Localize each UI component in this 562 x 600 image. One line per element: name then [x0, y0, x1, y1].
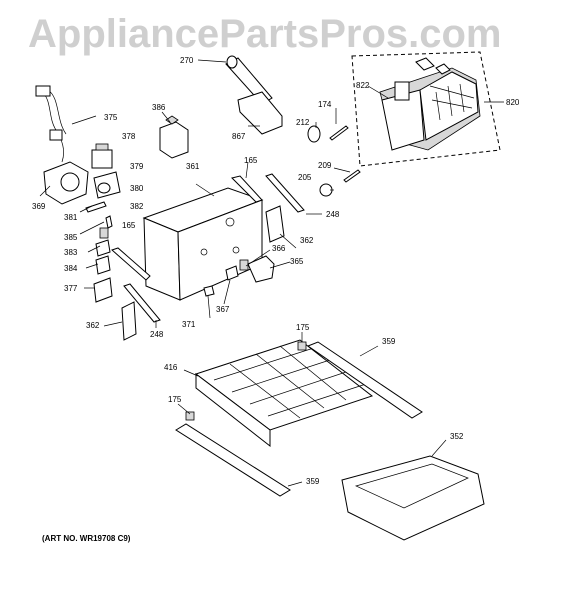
screw-175b-part	[185, 411, 195, 421]
rod-248b-part	[123, 283, 161, 323]
callout-270: 270	[180, 56, 194, 65]
callout-361: 361	[186, 162, 200, 171]
bracket-867-part	[237, 91, 283, 135]
rail-359a-part	[306, 341, 423, 419]
bushing-212-part	[307, 125, 321, 143]
callout-371: 371	[182, 320, 196, 329]
callout-820: 820	[506, 98, 520, 107]
clip-366-part	[239, 259, 249, 271]
callout-359-upper: 359	[382, 337, 396, 346]
screw-174-part	[329, 125, 349, 141]
nut-367-part	[225, 265, 239, 281]
motor-369-part	[39, 161, 89, 205]
callout-362-lower: 362	[86, 321, 100, 330]
site-watermark: AppliancePartsPros.com	[28, 12, 502, 56]
strip-165b-part	[111, 247, 151, 281]
callout-377: 377	[64, 284, 78, 293]
valve-379-part	[93, 171, 121, 199]
pan-352-part	[341, 455, 485, 541]
callout-365: 365	[290, 257, 304, 266]
callout-174: 174	[318, 100, 332, 109]
bracket-362a-part	[265, 205, 285, 243]
leader-lines	[79, 108, 447, 487]
callout-labels: 270 822 820 375 386 174 212 867 378 379 …	[32, 56, 520, 486]
art-number: (ART NO. WR19708 C9)	[42, 534, 131, 543]
rod-248a-part	[265, 173, 305, 213]
screw-209-part	[343, 169, 361, 183]
callout-362-upper: 362	[300, 236, 314, 245]
callout-248-upper: 248	[326, 210, 340, 219]
callout-366: 366	[272, 244, 286, 253]
callout-367: 367	[216, 305, 230, 314]
callout-383: 383	[64, 248, 78, 257]
callout-380: 380	[130, 184, 144, 193]
valve-378-part	[91, 143, 113, 169]
callout-386: 386	[152, 103, 166, 112]
screw-175a-part	[297, 341, 307, 351]
callout-175-upper: 175	[296, 323, 310, 332]
solenoid-386-part	[159, 111, 189, 159]
callout-359-lower: 359	[306, 477, 320, 486]
screw-371-part	[203, 285, 215, 297]
callout-822: 822	[356, 81, 370, 90]
callout-385: 385	[64, 233, 78, 242]
callout-165-lower: 165	[122, 221, 136, 230]
callout-381: 381	[64, 213, 78, 222]
callout-205: 205	[298, 173, 312, 182]
callout-416: 416	[164, 363, 178, 372]
callout-379: 379	[130, 162, 144, 171]
callout-248-lower: 248	[150, 330, 164, 339]
callout-867: 867	[232, 132, 246, 141]
callout-212: 212	[296, 118, 310, 127]
callout-165-upper: 165	[244, 156, 258, 165]
callout-352: 352	[450, 432, 464, 441]
rail-359b-part	[175, 423, 291, 497]
callout-378: 378	[122, 132, 136, 141]
wire-harness-375-part	[35, 85, 97, 163]
strip-165a-part	[231, 175, 263, 203]
small-parts-column	[85, 201, 113, 303]
cover-365-part	[247, 255, 275, 283]
callout-175-lower: 175	[168, 395, 182, 404]
callout-375: 375	[104, 113, 118, 122]
bracket-362b-part	[121, 301, 137, 341]
shelf-416-part	[194, 339, 374, 448]
callout-209: 209	[318, 161, 332, 170]
housing-361-part	[142, 183, 264, 301]
callout-382: 382	[130, 202, 144, 211]
callout-369: 369	[32, 202, 46, 211]
callout-384: 384	[64, 264, 78, 273]
icemaker-assembly-group	[351, 51, 504, 167]
